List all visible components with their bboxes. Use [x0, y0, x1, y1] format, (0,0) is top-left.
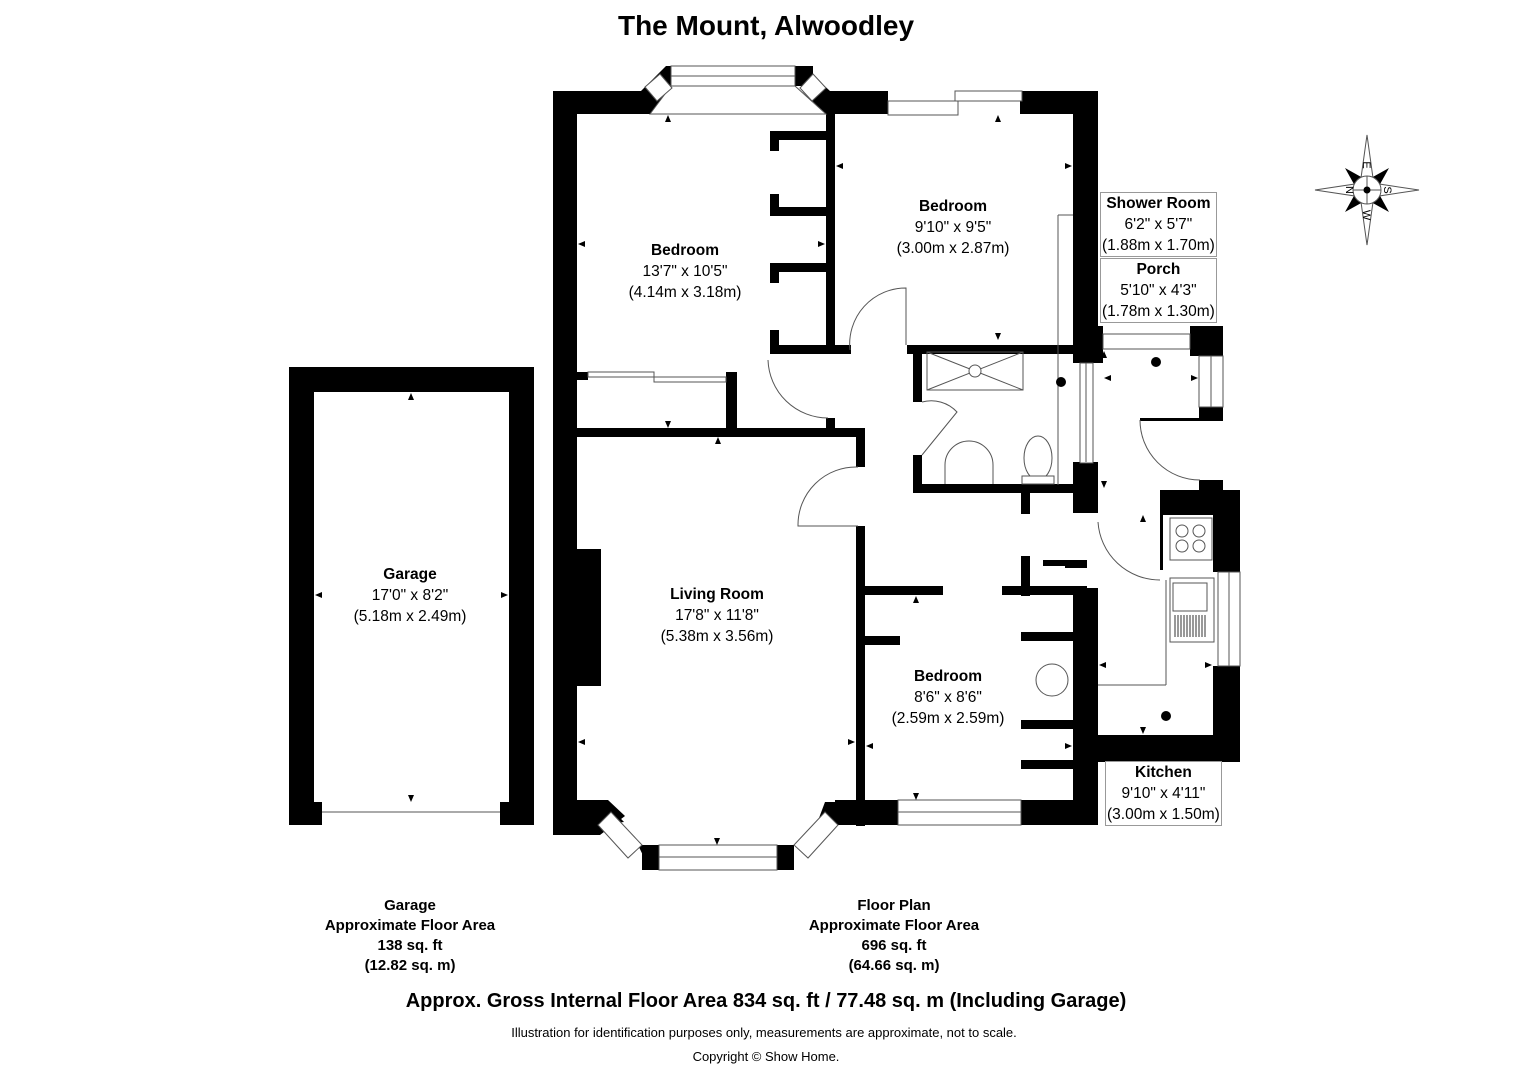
- gross-internal-area: Approx. Gross Internal Floor Area 834 sq…: [405, 990, 1127, 1012]
- room-bedroom-2: Bedroom 9'10" x 9'5" (3.00m x 2.87m): [897, 196, 1010, 259]
- garage-left-wall: [289, 367, 314, 825]
- area-label: Approximate Floor Area: [808, 917, 980, 934]
- area-label: Approximate Floor Area: [324, 917, 496, 934]
- dimension-markers: [315, 115, 1212, 845]
- door-swings: [322, 214, 1201, 813]
- room-name: Garage: [383, 566, 437, 583]
- kitchen-fittings: [1169, 517, 1215, 643]
- room-name: Bedroom: [913, 668, 983, 685]
- floor-plan-area-summary: Floor Plan Approximate Floor Area 696 sq…: [809, 896, 979, 976]
- compass-rose-icon: N E S W: [1314, 134, 1420, 246]
- ceiling-lights: [1056, 357, 1171, 721]
- room-size-metric: (1.88m x 1.70m): [1102, 237, 1215, 254]
- svg-text:S: S: [1381, 186, 1393, 193]
- area-sqft: 696 sq. ft: [861, 937, 927, 954]
- room-size-metric: (5.38m x 3.56m): [660, 628, 774, 645]
- room-size-imperial: 17'0" x 8'2": [371, 587, 449, 604]
- garage-right-wall: [509, 367, 534, 825]
- room-bedroom-1: Bedroom 13'7" x 10'5" (4.14m x 3.18m): [629, 240, 742, 303]
- room-name: Living Room: [670, 586, 764, 603]
- main-left-wall: [553, 91, 577, 825]
- room-garage: Garage 17'0" x 8'2" (5.18m x 2.49m): [354, 564, 467, 627]
- disclaimer-text: Illustration for identification purposes…: [511, 1025, 1017, 1040]
- garage-back-wall: [289, 367, 534, 392]
- room-living-room: Living Room 17'8" x 11'8" (5.38m x 3.56m…: [661, 584, 774, 647]
- room-porch: Porch 5'10" x 4'3" (1.78m x 1.30m): [1100, 258, 1217, 323]
- room-size-metric: (3.00m x 2.87m): [896, 240, 1010, 257]
- room-size-metric: (1.78m x 1.30m): [1102, 303, 1215, 320]
- room-size-imperial: 9'10" x 9'5": [914, 219, 992, 236]
- room-size-metric: (4.14m x 3.18m): [628, 284, 742, 301]
- svg-text:N: N: [1343, 186, 1355, 194]
- room-shower-room: Shower Room 6'2" x 5'7" (1.88m x 1.70m): [1100, 192, 1217, 257]
- room-name: Bedroom: [650, 242, 720, 259]
- room-size-imperial: 6'2" x 5'7": [1124, 216, 1193, 233]
- room-size-imperial: 9'10" x 4'11": [1121, 785, 1206, 802]
- area-sqm: (64.66 sq. m): [848, 957, 940, 974]
- svg-text:E: E: [1360, 161, 1372, 168]
- room-bedroom-3: Bedroom 8'6" x 8'6" (2.59m x 2.59m): [892, 666, 1005, 729]
- room-name: Shower Room: [1106, 195, 1211, 212]
- room-name: Bedroom: [918, 198, 988, 215]
- area-heading: Garage: [384, 897, 436, 914]
- room-size-metric: (2.59m x 2.59m): [891, 710, 1005, 727]
- windows: [587, 65, 1241, 871]
- room-size-imperial: 5'10" x 4'3": [1120, 282, 1197, 299]
- room-size-metric: (3.00m x 1.50m): [1107, 806, 1220, 823]
- room-size-imperial: 13'7" x 10'5": [642, 263, 728, 280]
- svg-text:W: W: [1360, 210, 1372, 221]
- room-size-metric: (5.18m x 2.49m): [353, 608, 467, 625]
- room-name: Porch: [1136, 261, 1181, 278]
- area-sqft: 138 sq. ft: [377, 937, 443, 954]
- shower-tray: [926, 351, 1055, 485]
- garage-area-summary: Garage Approximate Floor Area 138 sq. ft…: [325, 896, 495, 976]
- plan-title: The Mount, Alwoodley: [617, 10, 915, 41]
- bedroom2-right-wall: [1073, 91, 1098, 356]
- walls: [289, 66, 1240, 870]
- room-name: Kitchen: [1135, 764, 1192, 781]
- area-sqm: (12.82 sq. m): [364, 957, 456, 974]
- area-heading: Floor Plan: [857, 897, 931, 914]
- room-kitchen: Kitchen 9'10" x 4'11" (3.00m x 1.50m): [1105, 761, 1222, 826]
- copyright-text: Copyright © Show Home.: [692, 1049, 840, 1064]
- room-size-imperial: 17'8" x 11'8": [675, 607, 759, 624]
- room-size-imperial: 8'6" x 8'6": [914, 689, 982, 706]
